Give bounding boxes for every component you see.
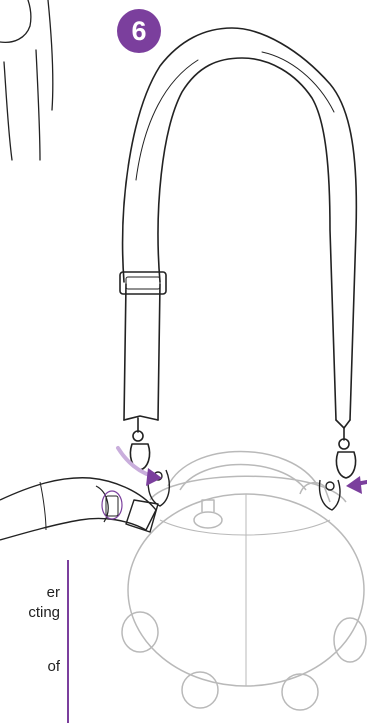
instruction-line-spacer [0, 623, 60, 643]
step-number: 6 [131, 15, 147, 46]
attach-arrow-icon [116, 446, 367, 494]
step-number-badge: 6 [117, 9, 161, 53]
text-divider [67, 560, 69, 723]
vacuum-canister-icon [121, 450, 367, 711]
hose-nozzle-icon [0, 477, 159, 541]
instruction-line-spacer-2 [0, 643, 60, 657]
previous-step-figure [0, 0, 54, 161]
instruction-line-1: er [46, 584, 60, 601]
instruction-line-2: cting [28, 604, 60, 621]
instruction-line-3: of [47, 658, 60, 675]
instruction-text: er cting of [0, 583, 60, 677]
shoulder-strap-icon [119, 27, 358, 479]
